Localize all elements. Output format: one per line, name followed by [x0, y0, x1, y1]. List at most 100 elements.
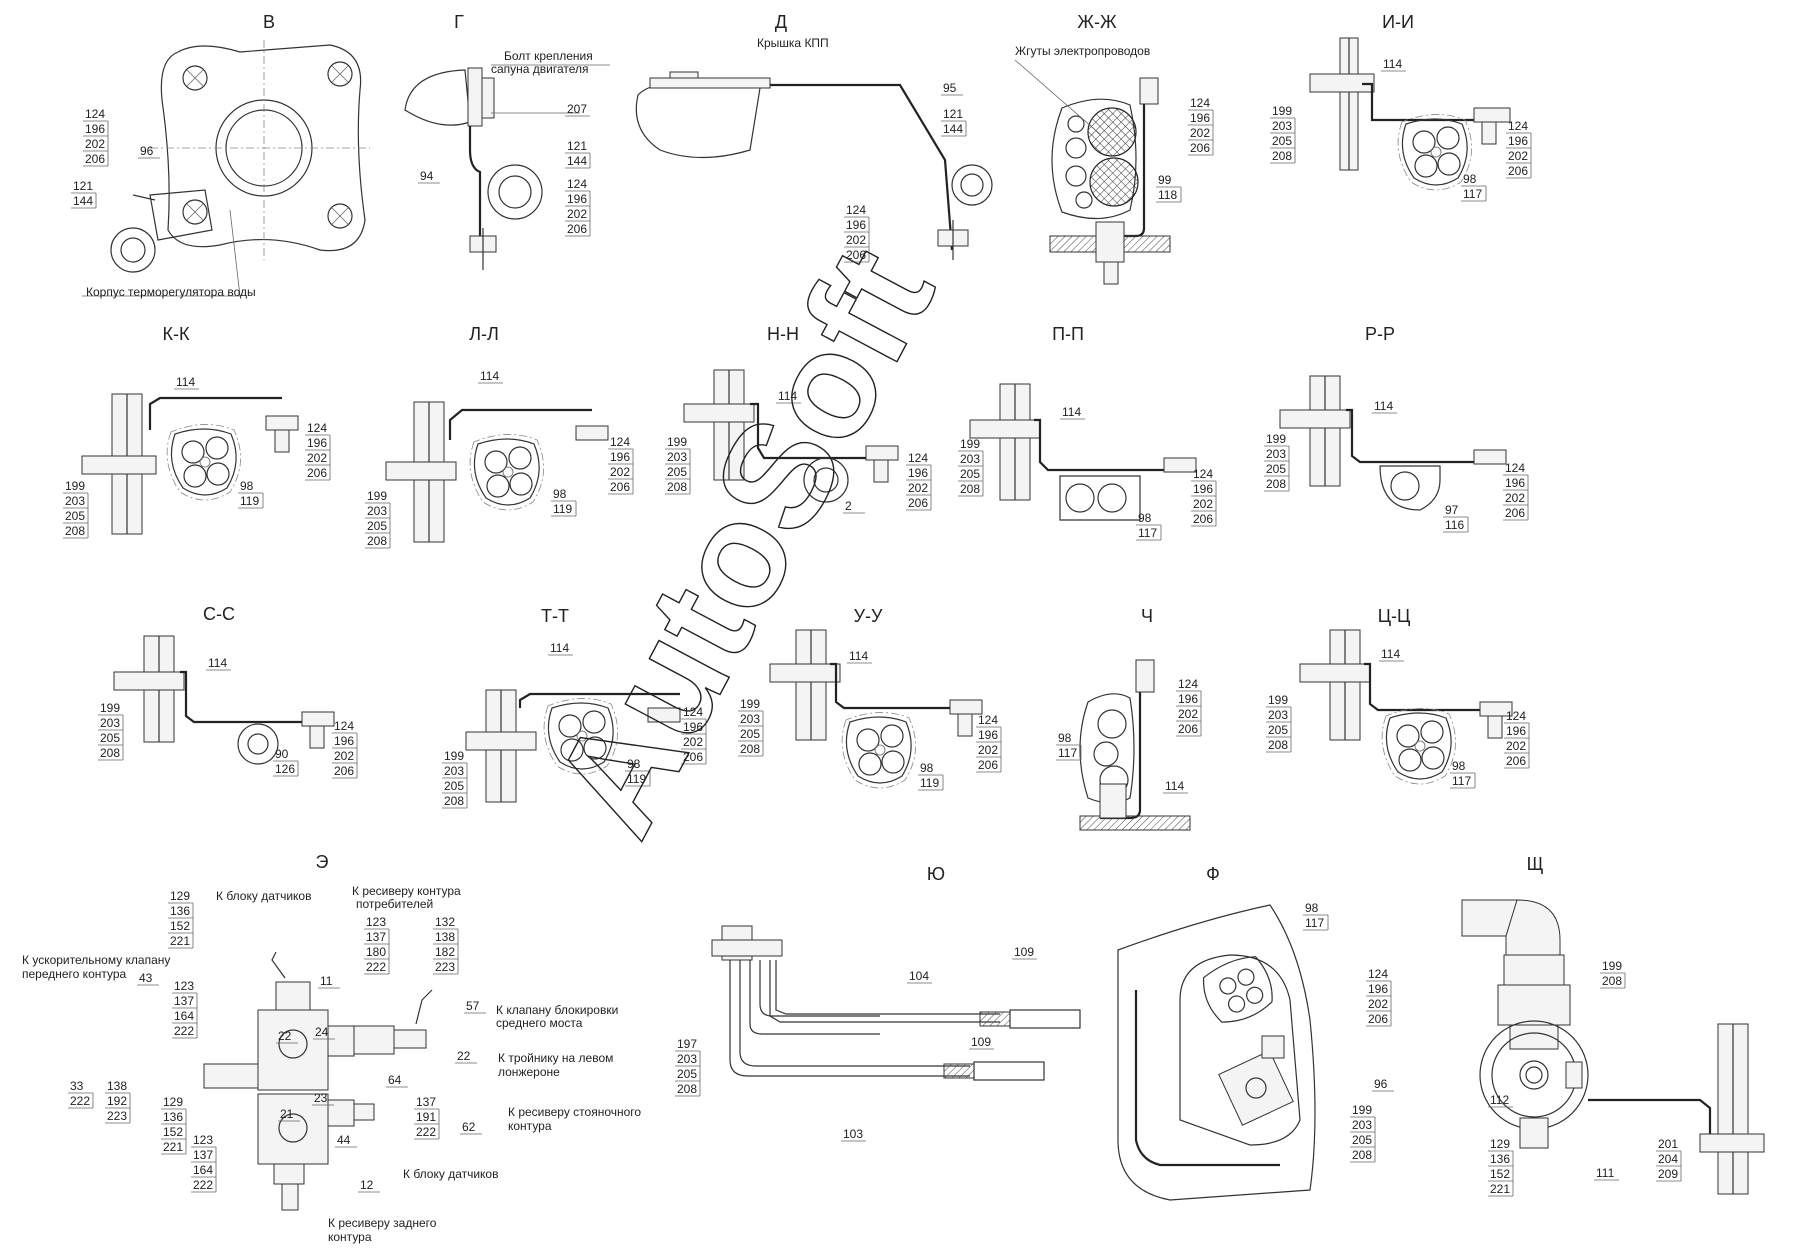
callout-number: 196: [307, 436, 327, 450]
callout-number: 137: [193, 1148, 213, 1162]
callout-number: 124: [683, 705, 703, 719]
callout-number: 205: [1272, 134, 1292, 148]
annotation-note: потребителей: [356, 897, 433, 911]
callout-number: 196: [334, 734, 354, 748]
annotation-note: сапуна двигателя: [491, 62, 589, 76]
callout-number: 199: [444, 749, 464, 763]
callout-number: 203: [1352, 1118, 1372, 1132]
callout-number: 196: [567, 192, 587, 206]
callout-number: 22: [457, 1049, 471, 1063]
callout-number: 203: [960, 452, 980, 466]
callout-number: 206: [1506, 754, 1526, 768]
callout-number: 222: [174, 1024, 194, 1038]
annotation-note: контура: [328, 1230, 372, 1244]
callout-number: 144: [567, 154, 587, 168]
callout-number: 114: [1383, 57, 1402, 71]
callout-number: 196: [1506, 724, 1526, 738]
callout-number: 203: [100, 716, 120, 730]
callout-number: 117: [1305, 916, 1324, 930]
callout-number: 124: [846, 203, 866, 217]
annotation-note: лонжероне: [498, 1065, 560, 1079]
callout-number: 206: [1508, 164, 1528, 178]
view-title-zh: Ж-Ж: [1077, 12, 1117, 32]
callout-number: 196: [1508, 134, 1528, 148]
callout-number: 137: [174, 994, 194, 1008]
callout-number: 117: [1058, 746, 1077, 760]
annotation-note: Корпус терморегулятора воды: [86, 285, 256, 299]
callout-number: 205: [65, 509, 85, 523]
callout-number: 208: [100, 746, 120, 760]
callout-number: 124: [1190, 96, 1210, 110]
callout-number: 137: [366, 930, 386, 944]
callout-number: 201: [1658, 1137, 1678, 1151]
callout-number: 62: [462, 1120, 476, 1134]
callout-number: 203: [667, 450, 687, 464]
callout-number: 196: [978, 728, 998, 742]
callout-number: 208: [740, 742, 760, 756]
callout-number: 203: [740, 712, 760, 726]
callout-number: 164: [193, 1163, 213, 1177]
callout-number: 203: [677, 1052, 697, 1066]
callout-number: 206: [978, 758, 998, 772]
callout-number: 98: [1138, 511, 1152, 525]
callout-number: 124: [1178, 677, 1198, 691]
callout-number: 144: [73, 194, 93, 208]
view-f: Ф: [1117, 864, 1316, 1201]
callout-number: 137: [416, 1095, 436, 1109]
callout-number: 222: [416, 1125, 436, 1139]
callout-number: 205: [740, 727, 760, 741]
callout-number: 129: [170, 889, 190, 903]
callout-number: 205: [444, 779, 464, 793]
callout-number: 202: [567, 207, 587, 221]
annotation-note: Болт крепления: [504, 49, 593, 63]
callout-number: 221: [170, 934, 190, 948]
callout-number: 206: [307, 466, 327, 480]
callout-number: 202: [1506, 739, 1526, 753]
callout-number: 203: [444, 764, 464, 778]
callout-number: 199: [1352, 1103, 1372, 1117]
callout-number: 208: [667, 480, 687, 494]
view-title-i: И-И: [1382, 12, 1414, 32]
view-title-s: С-С: [203, 604, 235, 624]
callout-number: 114: [1374, 399, 1393, 413]
callout-number: 196: [1178, 692, 1198, 706]
callout-number: 222: [193, 1178, 213, 1192]
view-yu: Ю: [711, 864, 1081, 1081]
callout-number: 144: [943, 122, 963, 136]
annotation-note: К ускорительному клапану: [22, 953, 170, 967]
callout-number: 208: [960, 482, 980, 496]
view-title-r: Р-Р: [1365, 324, 1395, 344]
callout-number: 114: [176, 375, 195, 389]
view-t: Т-Т: [465, 606, 681, 803]
callout-number: 196: [683, 720, 703, 734]
callout-number: 203: [1272, 119, 1292, 133]
callout-number: 206: [1193, 512, 1213, 526]
annotation-note: К тройнику на левом: [498, 1051, 613, 1065]
callout-number: 97: [1445, 503, 1459, 517]
callout-number: 199: [1268, 693, 1288, 707]
callout-number: 114: [849, 649, 868, 663]
callout-number: 205: [960, 467, 980, 481]
callout-number: 202: [1190, 126, 1210, 140]
callout-number: 152: [170, 919, 190, 933]
annotation-note: среднего моста: [496, 1016, 583, 1030]
callout-number: 164: [174, 1009, 194, 1023]
callout-number: 121: [73, 179, 93, 193]
callout-number: 119: [627, 772, 646, 786]
callout-number: 152: [163, 1125, 183, 1139]
view-title-ch: Ч: [1141, 606, 1153, 626]
callout-number: 95: [943, 81, 957, 95]
callout-number: 132: [435, 915, 455, 929]
view-title-g: Г: [454, 12, 464, 32]
callout-number: 121: [567, 139, 587, 153]
callout-number: 98: [1463, 172, 1477, 186]
callout-number: 103: [843, 1127, 863, 1141]
callout-number: 223: [435, 960, 455, 974]
annotation-note: переднего контура: [22, 967, 127, 981]
view-ch: Ч: [1079, 606, 1191, 831]
callout-number: 22: [278, 1029, 292, 1043]
callout-number: 197: [677, 1037, 697, 1051]
callout-number: 208: [677, 1082, 697, 1096]
view-r: Р-Р: [1279, 324, 1507, 511]
